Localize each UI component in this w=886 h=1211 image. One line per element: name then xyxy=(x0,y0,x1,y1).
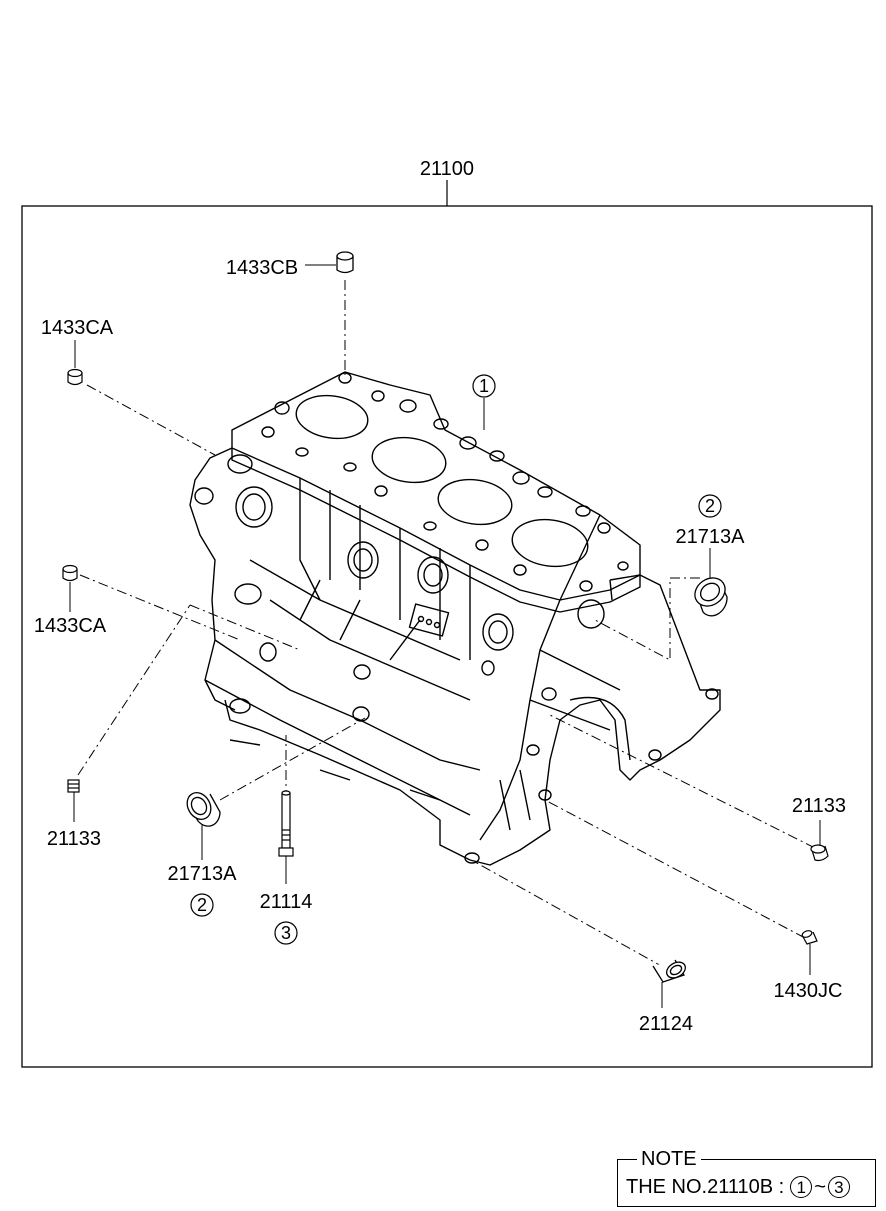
callout-1-circle xyxy=(472,374,496,398)
ref-circle xyxy=(190,893,214,917)
part-1430JC-pin xyxy=(801,930,818,945)
part-label: 1433CB xyxy=(226,257,298,279)
part-label: 21133 xyxy=(792,795,846,817)
part-21133-plug-right xyxy=(810,844,829,862)
part-21713A-seal-right xyxy=(694,577,728,617)
ref-circle xyxy=(698,494,722,518)
part-21133-plug-left xyxy=(67,779,80,793)
assembly-number-label: 21100 xyxy=(420,158,474,180)
part-label: 1433CA xyxy=(41,317,114,339)
cylinder-block-illustration xyxy=(189,371,721,866)
note-box xyxy=(617,1159,876,1207)
part-1433CA-pin-upper xyxy=(67,368,83,386)
ref-number: 3 xyxy=(281,923,291,943)
note-text: THE NO.21110B : xyxy=(626,1176,785,1198)
callout-1-number: 1 xyxy=(479,376,489,396)
note-title: NOTE xyxy=(637,1148,701,1170)
part-label: 21713A xyxy=(676,526,746,548)
part-label: 21114 xyxy=(260,891,313,913)
ref-circle xyxy=(274,921,298,945)
part-label: 1433CA xyxy=(34,615,107,637)
part-label: 21713A xyxy=(168,863,238,885)
note-range-end-circle: 3 xyxy=(827,1176,850,1198)
part-label: 21133 xyxy=(47,828,101,850)
note-text-row: THE NO.21110B : 1 ~ 3 xyxy=(626,1175,850,1199)
part-21124-sleeve xyxy=(652,959,686,983)
part-21713A-seal-left xyxy=(186,792,221,827)
note-range-separator: ~ xyxy=(814,1176,826,1198)
part-label: 21124 xyxy=(639,1013,693,1035)
part-1433CA-pin-lower xyxy=(62,564,78,582)
assembly-frame xyxy=(21,205,873,1068)
ref-number: 2 xyxy=(197,895,207,915)
part-1433CB-dowel xyxy=(336,251,354,274)
note-range-start-circle: 1 xyxy=(790,1176,813,1198)
ref-number: 2 xyxy=(705,496,715,516)
part-label: 1430JC xyxy=(774,980,843,1002)
part-21114-bolt xyxy=(278,790,294,857)
